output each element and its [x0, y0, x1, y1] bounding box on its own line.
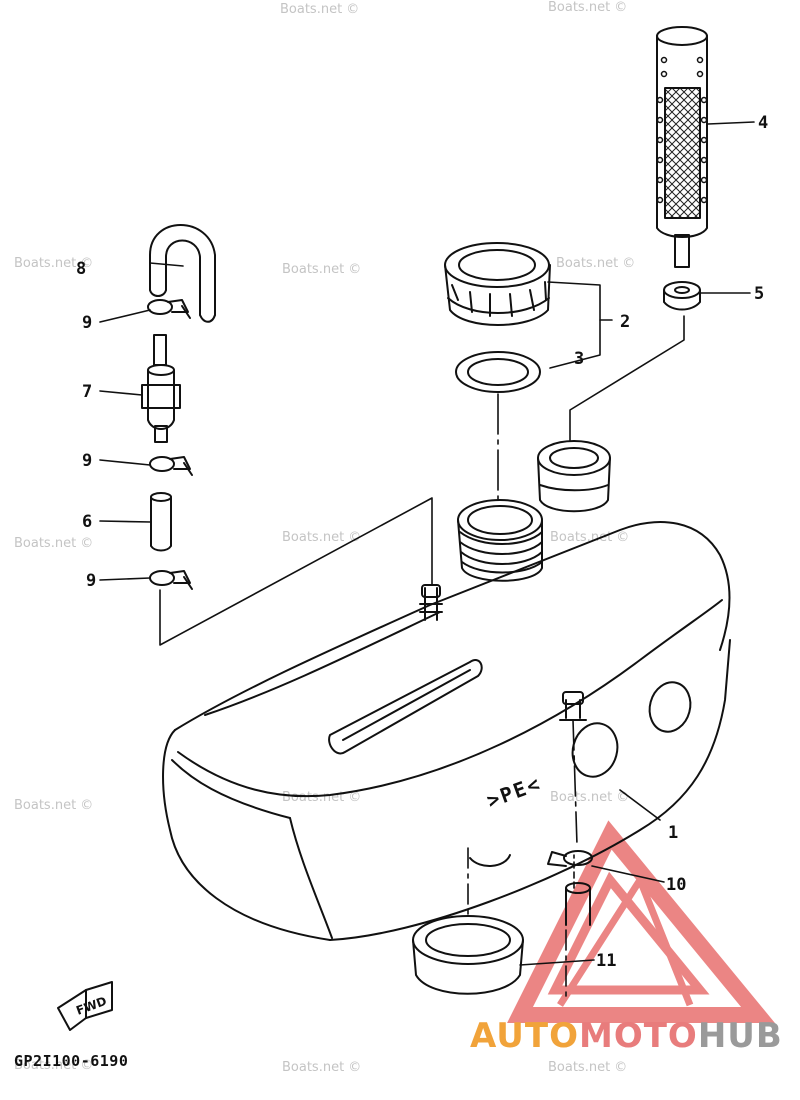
callout-2: 2 [620, 312, 630, 332]
leader-lines [99, 121, 755, 1001]
hose-clamp [149, 456, 193, 476]
watermark-text: Boats.net © [548, 0, 628, 15]
hose-bend [149, 224, 216, 323]
callout-10: 10 [666, 875, 686, 895]
callout-9: 9 [86, 571, 96, 591]
watermark-text: Boats.net © [14, 256, 94, 271]
watermark-text: Boats.net © [14, 1058, 94, 1073]
callout-1: 1 [668, 823, 678, 843]
watermark-text: Boats.net © [556, 256, 636, 271]
drain-cup [412, 915, 524, 995]
brand-logo-triangle [507, 820, 775, 1023]
watermark-text: Boats.net © [548, 1060, 628, 1075]
watermark-text: Boats.net © [14, 798, 94, 813]
callout-9: 9 [82, 313, 92, 333]
callout-7: 7 [82, 382, 92, 402]
watermark-text: Boats.net © [550, 790, 630, 805]
watermark-text: Boats.net © [282, 1060, 362, 1075]
callout-8: 8 [76, 259, 86, 279]
callout-11: 11 [596, 951, 616, 971]
watermark-text: Boats.net © [280, 2, 360, 17]
filler-cap [444, 242, 551, 326]
brand-part-2: MOTO [578, 1016, 698, 1056]
watermark-text: Boats.net © [282, 262, 362, 277]
diagram-code: GP2I100-6190 [14, 1052, 129, 1070]
fuel-filter-element [656, 26, 708, 268]
drain-tube [565, 882, 591, 926]
callout-6: 6 [82, 512, 92, 532]
drain-clamp [547, 850, 593, 867]
hose-clamp [149, 570, 193, 590]
fwd-label: FWD [74, 994, 108, 1018]
watermark-text: Boats.net © [14, 536, 94, 551]
hose-clamp [147, 299, 191, 319]
fuel-hose [150, 492, 172, 552]
callout-9: 9 [82, 451, 92, 471]
fwd-arrow-icon [57, 981, 113, 1031]
grommet [663, 281, 701, 311]
filler-gasket [455, 351, 541, 393]
inline-fuel-filter [141, 334, 181, 443]
brand-watermark: AUTOMOTOHUB [470, 1016, 783, 1056]
callout-3: 3 [574, 349, 584, 369]
brand-part-1: AUTO [470, 1016, 579, 1056]
callout-5: 5 [754, 284, 764, 304]
tank-marking: >PE< [484, 771, 545, 813]
watermark-text: Boats.net © [282, 530, 362, 545]
brand-part-3: HUB [697, 1016, 783, 1056]
callout-4: 4 [758, 113, 768, 133]
